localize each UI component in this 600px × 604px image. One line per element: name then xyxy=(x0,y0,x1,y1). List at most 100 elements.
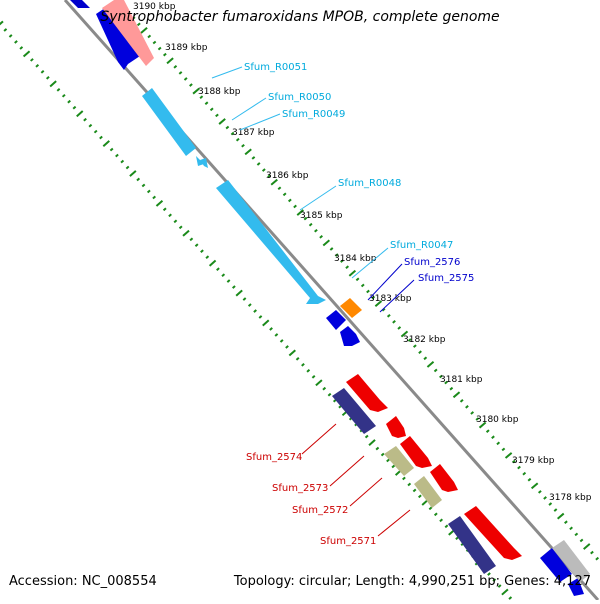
inner-track-tick xyxy=(178,225,183,230)
inner-track-tick xyxy=(368,439,376,446)
gene-top-pink[interactable] xyxy=(102,0,154,66)
forward-strand-genes xyxy=(102,0,590,582)
outer-track-tick xyxy=(199,95,204,99)
outer-track-tick xyxy=(569,526,573,531)
ruler-label: 3190 kbp xyxy=(133,2,176,12)
gene-top-blue[interactable] xyxy=(96,6,140,70)
outer-track-tick xyxy=(465,405,469,409)
gene-bottom-blue[interactable] xyxy=(540,548,572,582)
outer-track-tick xyxy=(397,326,402,330)
outer-track-tick xyxy=(433,368,438,373)
gene-sfum-r0049b[interactable] xyxy=(200,158,208,168)
inner-track-tick xyxy=(162,207,167,212)
label-sfum-2572[interactable]: Sfum_2572 xyxy=(292,505,348,516)
outer-track-tick xyxy=(244,148,252,156)
outer-track-tick xyxy=(140,26,148,34)
inner-track-tick xyxy=(279,339,284,343)
label-sfum-2576[interactable]: Sfum_2576 xyxy=(404,257,460,268)
outer-track-tick xyxy=(348,269,357,277)
inner-track-tick xyxy=(129,170,137,177)
gene-sfum-2573-olive[interactable] xyxy=(384,446,414,476)
outer-track-tick xyxy=(374,300,383,307)
ruler-label: 3178 kbp xyxy=(549,493,592,503)
gene-sfum-2576[interactable] xyxy=(326,310,346,330)
outer-track-tick xyxy=(314,228,318,233)
outer-track-tick xyxy=(579,538,584,543)
label-sfum-2571[interactable]: Sfum_2571 xyxy=(320,536,376,547)
gene-sfum-2572-olive[interactable] xyxy=(414,476,442,508)
inner-track-tick xyxy=(0,20,4,26)
gene-red-1[interactable] xyxy=(346,374,388,412)
gene-red-3[interactable] xyxy=(400,436,432,468)
inner-track-tick xyxy=(380,452,385,457)
ruler-label: 3179 kbp xyxy=(512,456,555,466)
outer-track-tick xyxy=(478,421,487,429)
inner-track-tick xyxy=(439,518,443,523)
inner-track-tick xyxy=(258,315,263,319)
inner-track-tick xyxy=(301,363,305,367)
gene-red-5[interactable] xyxy=(464,506,522,560)
inner-track-tick xyxy=(14,40,18,44)
inner-track-tick xyxy=(288,349,296,357)
gene-bottom-blue-end[interactable] xyxy=(568,578,584,596)
inner-track-tick xyxy=(19,46,24,50)
label-sfum-2575[interactable]: Sfum_2575 xyxy=(418,273,474,284)
gene-sfum-r0049[interactable] xyxy=(196,156,204,166)
inner-track-tick xyxy=(189,237,194,242)
inner-track-tick xyxy=(231,285,236,289)
label-sfum-r0049[interactable]: Sfum_R0049 xyxy=(282,109,345,120)
gene-sfum-r0048[interactable] xyxy=(216,180,326,304)
outer-track-tick xyxy=(173,64,178,69)
gene-sfum-2575[interactable] xyxy=(340,326,360,346)
outer-track-tick xyxy=(204,101,209,106)
label-sfum-2573[interactable]: Sfum_2573 xyxy=(272,483,328,494)
inner-track-tick xyxy=(8,34,13,38)
inner-track-tick xyxy=(56,87,61,92)
leader-r0050 xyxy=(231,97,267,121)
gene-red-4[interactable] xyxy=(430,464,458,492)
label-sfum-r0048[interactable]: Sfum_R0048 xyxy=(338,178,401,189)
outer-track-tick xyxy=(392,320,396,324)
inner-track-tick xyxy=(247,303,252,307)
gene-top-partial-blue[interactable] xyxy=(70,0,90,8)
gene-bottom-grey[interactable] xyxy=(552,540,590,582)
inner-track-tick xyxy=(102,140,110,147)
gene-sfum-2574-purple[interactable] xyxy=(332,388,376,434)
gene-sfum-r0047-orange[interactable] xyxy=(340,298,362,318)
label-sfum-r0050[interactable]: Sfum_R0050 xyxy=(268,92,331,103)
label-sfum-2574[interactable]: Sfum_2574 xyxy=(246,452,302,463)
inner-track-tick xyxy=(487,572,491,576)
label-sfum-r0047[interactable]: Sfum_R0047 xyxy=(390,240,453,251)
outer-track-tick xyxy=(386,313,391,318)
outer-track-tick xyxy=(564,520,568,525)
inner-track-tick xyxy=(402,476,406,481)
gene-bottom-purple[interactable] xyxy=(448,516,496,574)
ruler-label: 3184 kbp xyxy=(334,254,377,264)
outer-track-tick xyxy=(407,338,412,342)
ruler-label: 3180 kbp xyxy=(476,415,519,425)
inner-track-tick xyxy=(386,458,390,463)
inner-track-tick xyxy=(311,374,316,379)
outer-track-tick xyxy=(400,330,409,338)
inner-track-tick xyxy=(235,289,243,297)
inner-track-tick xyxy=(306,368,311,373)
gene-sfum-r0050[interactable] xyxy=(142,88,196,156)
outer-track-tick xyxy=(215,113,219,118)
leader-2571 xyxy=(377,509,411,537)
leader-2573 xyxy=(329,455,365,487)
outer-track-tick xyxy=(426,360,435,368)
gene-label-layer: Sfum_R0051 Sfum_R0050 Sfum_R0049 Sfum_R0… xyxy=(211,62,474,547)
outer-track-tick xyxy=(574,532,579,537)
outer-track-tick xyxy=(256,162,261,166)
inner-track-tick xyxy=(99,135,103,140)
gene-red-2[interactable] xyxy=(386,416,406,438)
outer-track-tick xyxy=(366,289,370,294)
label-sfum-r0051[interactable]: Sfum_R0051 xyxy=(244,62,307,73)
inner-track-tick xyxy=(182,229,190,237)
outer-track-tick xyxy=(189,83,193,87)
ruler-label: 3187 kbp xyxy=(232,128,275,138)
ruler-label: 3186 kbp xyxy=(266,171,309,181)
outer-track-tick xyxy=(548,502,553,506)
